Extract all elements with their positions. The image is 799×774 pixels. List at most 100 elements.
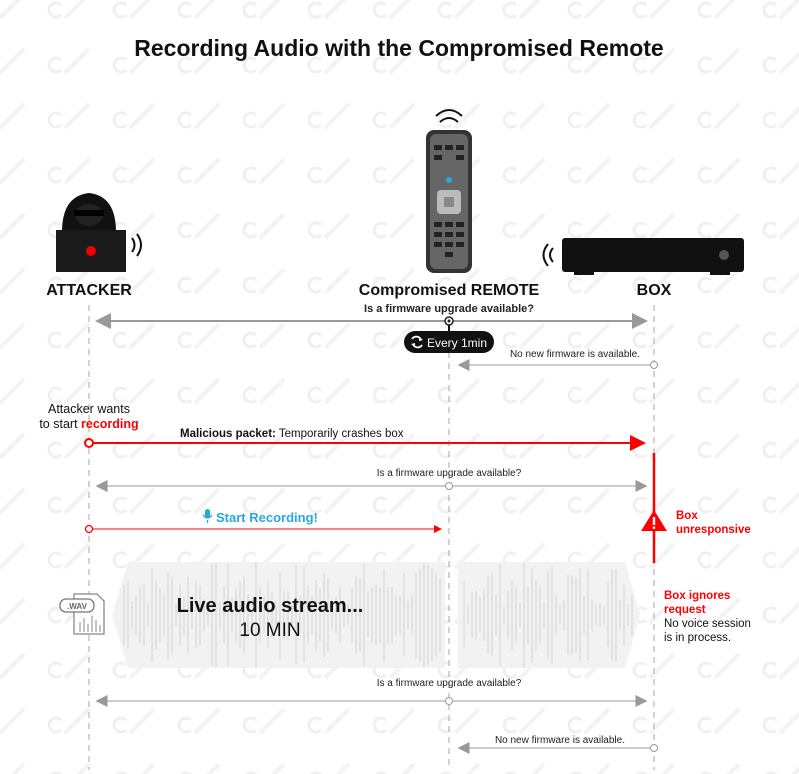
watermark-logo-mark bbox=[697, 1, 713, 19]
watermark-logo-mark bbox=[112, 56, 128, 74]
watermark-logo-mark bbox=[762, 606, 778, 624]
watermark-logo-mark bbox=[401, 762, 416, 774]
watermark-logo-mark bbox=[307, 441, 323, 459]
watermark-logo-mark bbox=[762, 441, 778, 459]
watermark-logo-mark bbox=[307, 1, 323, 19]
box-unresponsive-label-2: unresponsive bbox=[676, 524, 751, 536]
watermark-logo-mark bbox=[63, 652, 91, 680]
watermark-logo-mark bbox=[518, 432, 546, 460]
watermark-logo-mark bbox=[567, 386, 583, 404]
watermark-logo-mark bbox=[388, 267, 416, 295]
watermark-logo-mark bbox=[697, 386, 713, 404]
watermark-logo-mark bbox=[307, 111, 323, 129]
watermark-logo-mark bbox=[307, 386, 323, 404]
watermark-logo-mark bbox=[323, 212, 351, 240]
attacker-wants-text: Attacker wants bbox=[48, 402, 130, 416]
watermark-logo-mark bbox=[778, 381, 799, 405]
watermark-logo-mark bbox=[242, 441, 258, 459]
watermark-logo-mark bbox=[112, 496, 128, 514]
watermark-logo-mark bbox=[47, 166, 63, 184]
watermark-logo-mark bbox=[0, 157, 26, 185]
watermark-logo-mark bbox=[791, 766, 799, 774]
malicious-packet-label: Malicious packet: Temporarily crashes bo… bbox=[180, 428, 404, 440]
watermark-logo-mark bbox=[63, 487, 91, 515]
watermark-logo-mark bbox=[632, 386, 648, 404]
watermark-logo-mark bbox=[713, 597, 741, 625]
watermark-logo-mark bbox=[0, 377, 26, 405]
no-firmware-reply-1: No new firmware is available. bbox=[510, 349, 640, 360]
watermark-logo-mark bbox=[567, 56, 583, 74]
watermark-logo-mark bbox=[47, 111, 63, 129]
watermark-logo-mark bbox=[372, 496, 388, 514]
watermark-logo-mark bbox=[177, 386, 193, 404]
watermark-logo-mark bbox=[258, 267, 286, 295]
watermark-logo-mark bbox=[112, 386, 128, 404]
watermark-logo-mark bbox=[567, 331, 583, 349]
watermark-logo-mark bbox=[11, 762, 26, 774]
watermark-logo-mark bbox=[63, 267, 91, 295]
watermark-logo-mark bbox=[713, 487, 741, 515]
watermark-logo-mark bbox=[372, 276, 388, 294]
watermark-logo-mark bbox=[307, 716, 323, 734]
watermark-logo-mark bbox=[505, 771, 518, 774]
watermark-logo-mark bbox=[115, 771, 128, 774]
watermark-logo-mark bbox=[372, 221, 388, 239]
watermark-logo-mark bbox=[47, 1, 63, 19]
watermark-logo-mark bbox=[648, 102, 676, 130]
watermark-logo-mark bbox=[778, 51, 799, 75]
watermark-logo-mark bbox=[193, 707, 221, 735]
watermark-logo-mark bbox=[713, 267, 741, 295]
watermark-logo-mark bbox=[388, 102, 416, 130]
watermark-logo-mark bbox=[372, 386, 388, 404]
watermark-logo-mark bbox=[502, 221, 518, 239]
watermark-logo-mark bbox=[47, 716, 63, 734]
watermark-logo-mark bbox=[372, 331, 388, 349]
watermark-logo-mark bbox=[128, 377, 156, 405]
attacker-wants-text-2: to start recording bbox=[39, 417, 138, 431]
watermark-logo-mark bbox=[193, 157, 221, 185]
watermark-logo-mark bbox=[372, 441, 388, 459]
watermark-logo-mark bbox=[372, 716, 388, 734]
watermark-logo-mark bbox=[762, 331, 778, 349]
watermark-logo-mark bbox=[63, 432, 91, 460]
watermark-logo-mark bbox=[0, 597, 26, 625]
watermark-logo-mark bbox=[518, 267, 546, 295]
watermark-logo-mark bbox=[778, 601, 799, 625]
watermark-logo-mark bbox=[778, 216, 799, 240]
watermark-logo-mark bbox=[388, 0, 411, 20]
watermark-logo-mark bbox=[778, 546, 799, 570]
watermark-logo-mark bbox=[242, 1, 258, 19]
watermark-logo-mark bbox=[242, 716, 258, 734]
warning-icon bbox=[641, 510, 667, 531]
watermark-logo-mark bbox=[713, 432, 741, 460]
watermark-logo-mark bbox=[583, 707, 611, 735]
watermark-logo-mark bbox=[258, 102, 286, 130]
watermark-logo-mark bbox=[570, 771, 583, 774]
watermark-logo-mark bbox=[193, 432, 221, 460]
watermark-logo-mark bbox=[63, 0, 86, 20]
watermark-logo-mark bbox=[112, 1, 128, 19]
watermark-logo-mark bbox=[583, 102, 611, 130]
actor-attacker: ATTACKER bbox=[46, 282, 132, 299]
every-1min-label: Every 1min bbox=[427, 336, 487, 350]
watermark-logo-mark bbox=[648, 157, 676, 185]
box-ignores-label-2: request bbox=[664, 604, 706, 616]
watermark-logo-mark bbox=[112, 111, 128, 129]
watermark-logo-mark bbox=[583, 487, 611, 515]
watermark-logo-mark bbox=[778, 161, 799, 185]
watermark-logo-mark bbox=[193, 212, 221, 240]
watermark-logo-mark bbox=[112, 551, 128, 569]
watermark-logo-mark bbox=[583, 47, 611, 75]
watermark-logo-mark bbox=[242, 221, 258, 239]
watermark-logo-mark bbox=[453, 102, 481, 130]
box-ignores-label: Box ignores bbox=[664, 590, 730, 602]
watermark-logo-mark bbox=[112, 166, 128, 184]
watermark-logo-mark bbox=[713, 0, 736, 20]
watermark-logo-mark bbox=[697, 661, 713, 679]
watermark-logo-mark bbox=[128, 212, 156, 240]
watermark-logo-mark bbox=[583, 322, 611, 350]
watermark-logo-mark bbox=[388, 377, 416, 405]
firmware-query-3: Is a firmware upgrade available? bbox=[377, 678, 522, 689]
watermark-logo-mark bbox=[583, 377, 611, 405]
watermark-logo-mark bbox=[518, 487, 546, 515]
